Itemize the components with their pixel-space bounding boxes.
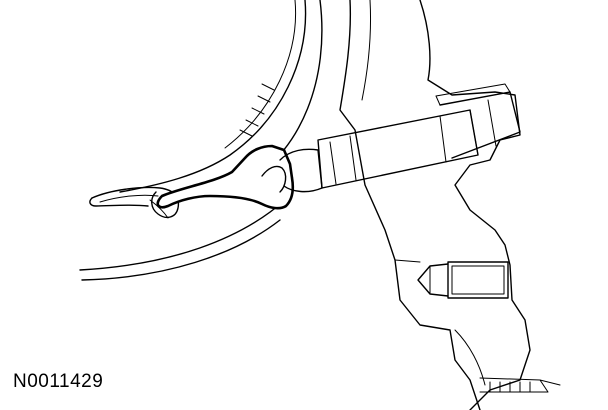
- case-housing: [339, 0, 561, 410]
- tool-shaft: [279, 83, 521, 193]
- figure-id-label: N0011429: [13, 371, 104, 392]
- band-anchor: [89, 186, 180, 219]
- drum-curves: [79, 0, 323, 281]
- fork-tool: [156, 144, 295, 210]
- case-plug: [417, 261, 509, 299]
